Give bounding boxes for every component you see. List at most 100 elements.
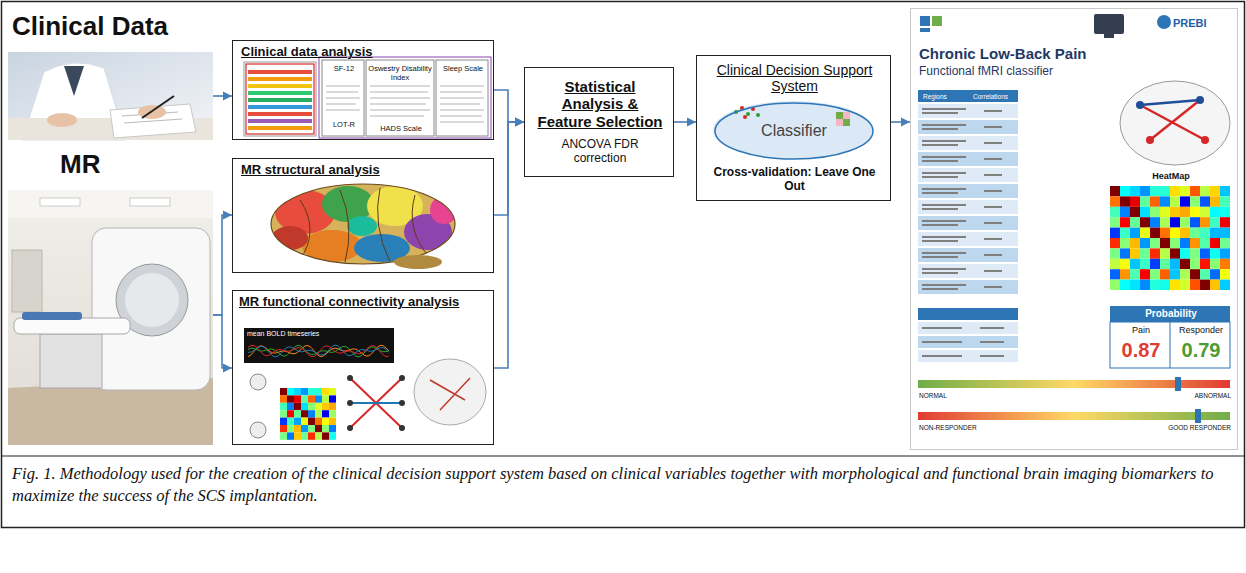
report-heatmap-part (1120, 207, 1130, 217)
glass-brain-part (1201, 136, 1209, 144)
connectivity-graph-part (347, 375, 353, 381)
report-heatmap-part (1160, 269, 1170, 279)
report-table-part (922, 327, 962, 329)
box-title: MR structural analysis (241, 163, 481, 178)
report-heatmap-part (1190, 238, 1200, 248)
questionnaire-sheets-part-part (326, 92, 358, 93)
arrow-head (223, 92, 232, 101)
report-heatmap-part (1190, 196, 1200, 206)
report-heatmap-part (1190, 228, 1200, 238)
report-title: Chronic Low-Back Pain (919, 45, 1119, 62)
report-heatmap-part (1210, 259, 1220, 269)
connectivity-heatmap-part (287, 403, 294, 410)
connectivity-heatmap-part (329, 432, 336, 439)
report-heatmap-part (1150, 269, 1160, 279)
questionnaire-sheets (244, 57, 491, 138)
connectivity-heatmap-part (301, 410, 308, 417)
connector-arrow (494, 118, 524, 369)
report-heatmap-part (1190, 186, 1200, 196)
system-box: Clinical Decision Support SystemCross-va… (696, 55, 891, 201)
connectivity-heatmap-part (301, 432, 308, 439)
report-heatmap-part (1220, 186, 1230, 196)
questionnaire-sheets-part-part (326, 98, 360, 99)
report-table-part (984, 190, 1002, 192)
report-table-part (922, 140, 966, 142)
report-table-part (918, 322, 1018, 334)
connectivity-heatmap-part (329, 395, 336, 402)
report-logos-part (932, 16, 942, 26)
classifier-graphic-part (836, 119, 843, 126)
connectivity-heatmap-part (294, 418, 301, 425)
connectivity-heatmap-part (308, 410, 315, 417)
report-heatmap-part (1150, 238, 1160, 248)
report-table-part (922, 252, 966, 254)
report-table-part (922, 128, 958, 130)
connectivity-heatmap-part (280, 395, 287, 402)
mr-scanner-photo-part (22, 312, 82, 320)
report-heatmap-part (1180, 269, 1190, 279)
report-heatmap-part (1150, 248, 1160, 258)
questionnaire-sheets-part-part (440, 116, 482, 117)
connectivity-heatmap-part (287, 432, 294, 439)
form-name: SF-12 (324, 65, 364, 74)
scale-bars-part (918, 412, 1230, 420)
report-heatmap-part (1120, 238, 1130, 248)
mr-scanner-photo-part (8, 190, 213, 218)
report-heatmap-part (1170, 248, 1180, 258)
report-card: Chronic Low-Back PainFunctional fMRI cla… (910, 8, 1238, 450)
doctor-photo-part (142, 96, 174, 118)
questionnaire-sheets-part-part (326, 86, 360, 87)
connectivity-graph-part (250, 422, 266, 438)
report-heatmap-part (1140, 196, 1150, 206)
probability-panel-part (1110, 322, 1230, 368)
report-heatmap-part (1220, 238, 1230, 248)
connectivity-heatmap-part (308, 388, 315, 395)
report-table-part (922, 144, 958, 146)
connectivity-heatmap-part (280, 425, 287, 432)
scale-bars-part (1175, 377, 1181, 391)
process-box: Clinical data analysisSF-12Oswestry Disa… (232, 40, 494, 140)
connectivity-heatmap-part (301, 425, 308, 432)
connectivity-heatmap-part (301, 388, 308, 395)
report-table-part (918, 336, 1018, 348)
report-heatmap-part (1210, 217, 1220, 227)
report-heatmap-part (1130, 238, 1140, 248)
report-heatmap-part (1170, 217, 1180, 227)
probability-panel-part (1110, 306, 1230, 322)
report-heatmap-part (1180, 228, 1190, 238)
brain-parcellation-part (271, 184, 455, 264)
scale-bars-part (918, 380, 1230, 388)
box-title: Statistical Analysis & Feature Selection (533, 78, 667, 130)
classifier-graphic-part (713, 101, 873, 159)
doctor-photo-part (124, 119, 182, 123)
report-heatmap (1110, 186, 1230, 290)
connectivity-graph-part (347, 400, 353, 406)
scale-label: ABNORMAL (1151, 392, 1231, 399)
report-table-part (984, 174, 1002, 176)
brain-parcellation-part-part (347, 216, 377, 236)
report-heatmap-part (1220, 259, 1230, 269)
report-heatmap-part (1170, 259, 1180, 269)
report-heatmap-part (1140, 207, 1150, 217)
questionnaire-sheets-part-part (370, 104, 426, 105)
doctor-photo-part (64, 66, 84, 96)
report-logos (920, 14, 1171, 38)
report-heatmap-part (1210, 280, 1220, 290)
scale-label: GOOD RESPONDER (1131, 424, 1231, 431)
arrow-head (901, 118, 910, 127)
box-title: Clinical data analysis (241, 45, 481, 60)
report-heatmap-part (1110, 207, 1120, 217)
connectivity-heatmap-part (301, 403, 308, 410)
panel-heading: Clinical Data (12, 12, 212, 42)
bold-panel-part (248, 345, 389, 357)
connectivity-heatmap-part (315, 403, 322, 410)
report-heatmap-part (1150, 196, 1160, 206)
connectivity-heatmap-part (287, 388, 294, 395)
report-heatmap-part (1190, 207, 1200, 217)
glass-brain-part (1120, 81, 1230, 165)
box-title: MR functional connectivity analysis (239, 295, 489, 310)
form-name: Sleep Scale (438, 65, 488, 74)
form-name: HADS Scale (369, 125, 433, 134)
column-label: Pain (1111, 325, 1171, 335)
report-heatmap-part (1120, 280, 1130, 290)
